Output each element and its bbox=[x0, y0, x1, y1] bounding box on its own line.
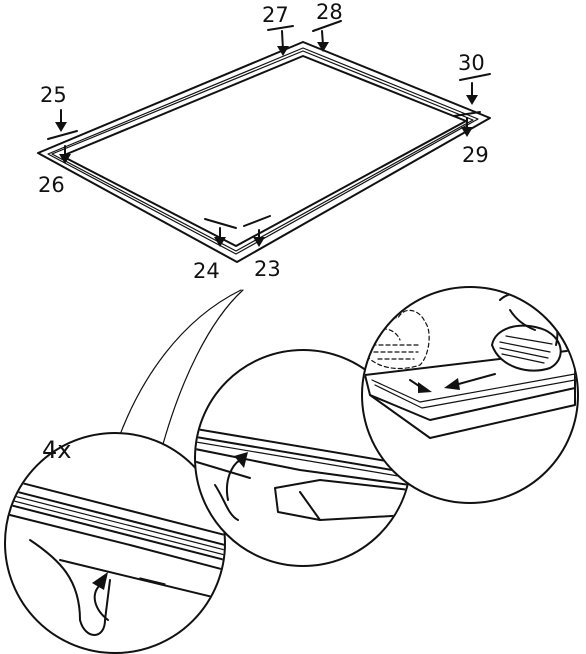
label-25: 25 bbox=[40, 83, 67, 107]
gasket-frame bbox=[37, 41, 491, 263]
label-27: 27 bbox=[262, 3, 289, 27]
piece-24-marker bbox=[204, 218, 237, 247]
callout-leader-right bbox=[159, 289, 244, 456]
label-24: 24 bbox=[193, 259, 220, 283]
piece-25-marker bbox=[47, 109, 78, 140]
callout-leader-left bbox=[117, 289, 242, 441]
label-28: 28 bbox=[316, 0, 343, 24]
piece-28-marker bbox=[312, 20, 342, 52]
detail-circle-right bbox=[361, 286, 579, 504]
piece-29-marker bbox=[453, 111, 481, 137]
detail-circle-left bbox=[4, 432, 226, 654]
piece-30-marker bbox=[459, 73, 491, 105]
detail-circle-middle bbox=[194, 349, 412, 567]
label-30: 30 bbox=[458, 51, 485, 75]
piece-27-marker bbox=[267, 25, 294, 56]
piece-23-marker bbox=[243, 215, 271, 247]
label-23: 23 bbox=[254, 257, 281, 281]
piece-26-marker bbox=[59, 145, 71, 164]
label-26: 26 bbox=[38, 173, 65, 197]
label-29: 29 bbox=[462, 143, 489, 167]
quantity-4x: 4x bbox=[42, 436, 71, 464]
